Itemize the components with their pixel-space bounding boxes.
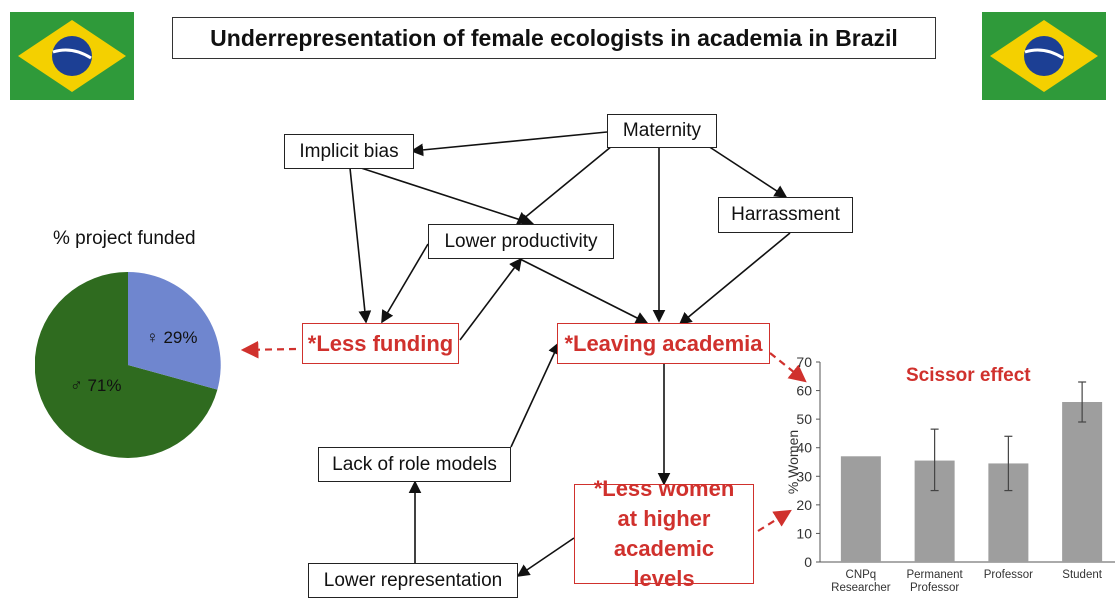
node-lower-representation: Lower representation — [308, 563, 518, 598]
arrow-funding-productivity — [459, 257, 522, 341]
arrow-harrassment-leaving — [678, 232, 791, 326]
brazil-flag-left — [10, 12, 134, 100]
flag-globe — [52, 36, 92, 76]
x-tick-label: Professor — [984, 569, 1033, 581]
brazil-flag-right — [982, 12, 1106, 100]
pie-title: % project funded — [53, 228, 196, 249]
page-title: Underrepresentation of female ecologists… — [172, 17, 936, 59]
node-less-women: *Less women at higher academic levels — [574, 476, 754, 591]
y-tick-label: 50 — [796, 411, 812, 427]
node-less-funding: *Less funding — [302, 323, 459, 364]
y-tick-label: 40 — [796, 440, 812, 456]
node-harrassment: Harrassment — [718, 197, 853, 233]
pie-label-female: ♀ 29% — [146, 328, 198, 347]
arrow-implicit-productivity — [357, 166, 535, 227]
arrow-implicit-funding — [349, 167, 372, 324]
arrow-rolemodels-leaving — [510, 341, 561, 448]
bar — [840, 456, 881, 562]
y-axis-label: % Women — [785, 430, 801, 494]
x-tick-label: Professor — [910, 582, 959, 594]
pie-chart — [35, 272, 221, 458]
arrow-lesswomen-representation — [516, 537, 575, 577]
pie-label-male: ♂ 71% — [70, 376, 122, 395]
flag-band — [52, 48, 92, 60]
y-tick-label: 20 — [796, 497, 812, 513]
node-implicit-bias: Implicit bias — [284, 134, 414, 169]
pie-slice-female — [128, 272, 221, 390]
y-tick-label: 10 — [796, 525, 812, 541]
arrow-leaving-chart — [769, 352, 807, 383]
y-tick-label: 0 — [804, 554, 812, 570]
y-tick-label: 30 — [796, 468, 812, 484]
x-tick-label: Permanent — [906, 569, 963, 581]
node-lack-of-role-models: Lack of role models — [318, 447, 511, 482]
chart-title: Scissor effect — [906, 365, 1031, 386]
flag-globe — [1024, 36, 1064, 76]
x-tick-label: CNPq — [846, 569, 877, 581]
node-maternity: Maternity — [607, 114, 717, 148]
arrow-maternity-harrassment — [707, 145, 788, 198]
arrow-funding-pie — [240, 340, 297, 359]
arrow-productivity-funding — [381, 243, 429, 324]
flag-band — [1024, 48, 1064, 60]
x-tick-label: Student — [1062, 569, 1102, 581]
y-tick-label: 60 — [796, 383, 812, 399]
arrow-maternity-productivity — [515, 145, 613, 226]
node-lower-productivity: Lower productivity — [428, 224, 614, 259]
y-tick-label: 70 — [796, 354, 812, 370]
pie-slice-male — [35, 272, 218, 458]
bar — [1062, 402, 1103, 562]
arrow-productivity-leaving — [519, 258, 649, 324]
arrow-maternity-implicit — [410, 131, 608, 157]
node-leaving-academia: *Leaving academia — [557, 323, 770, 364]
x-tick-label: Researcher — [831, 582, 891, 594]
arrow-lesswomen-chart — [757, 509, 792, 532]
